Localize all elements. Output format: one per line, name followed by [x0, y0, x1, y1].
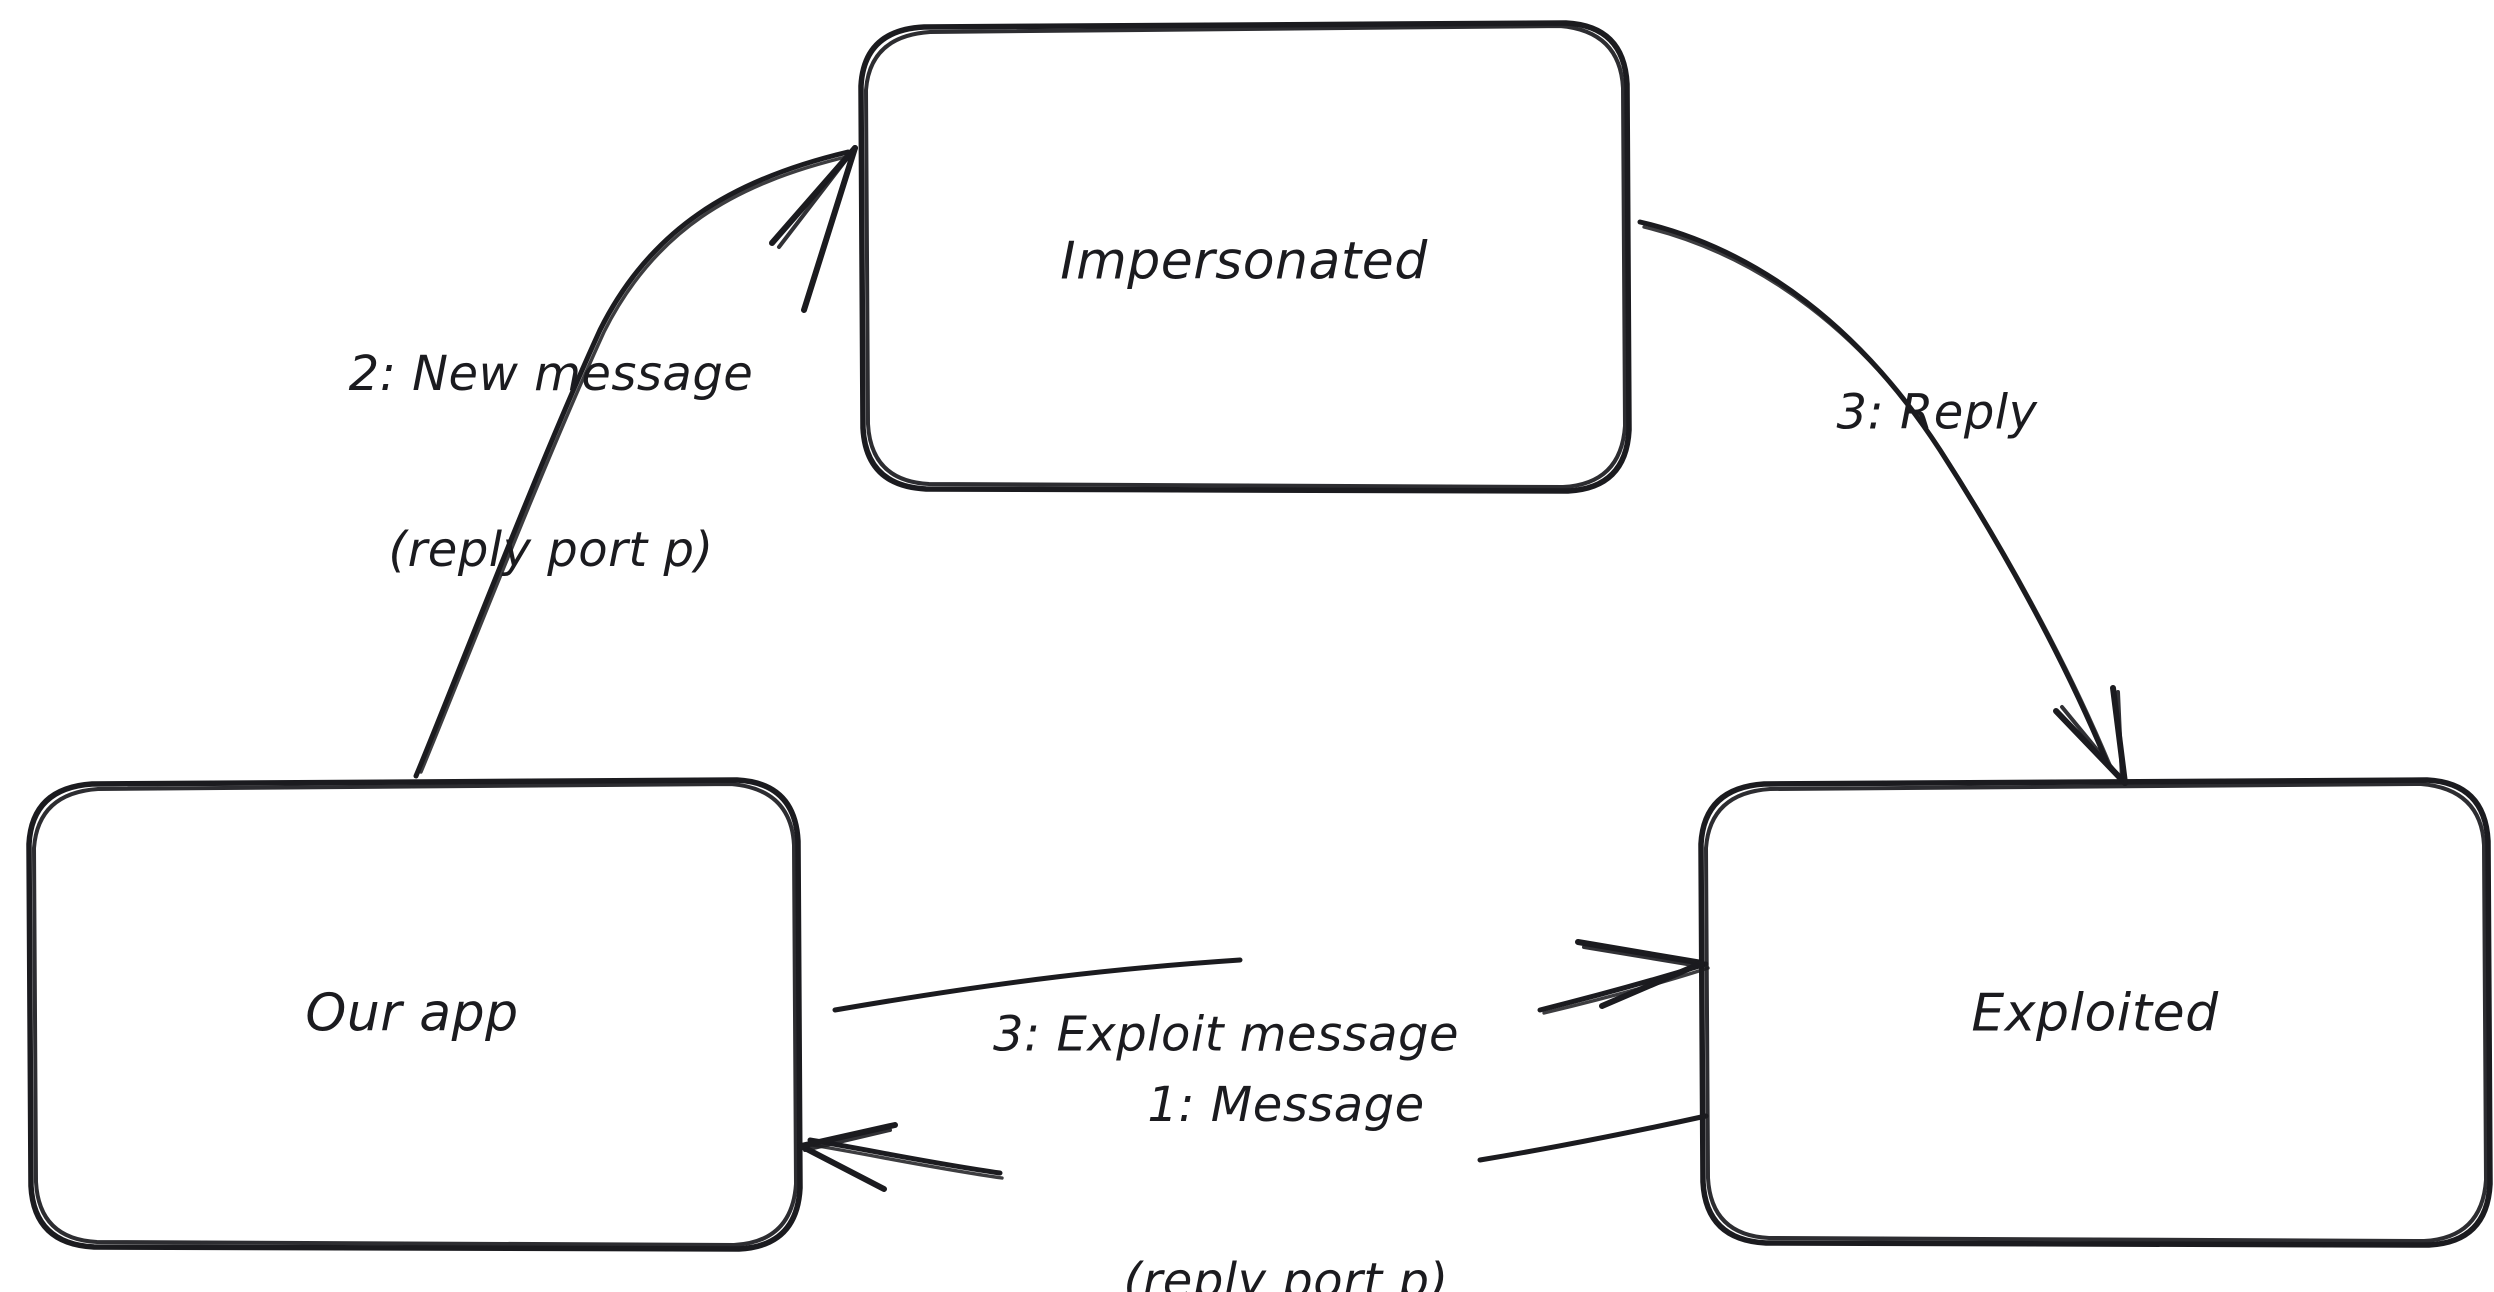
edge-label-exploit-message-line1: 3: Exploit message	[992, 1006, 1460, 1063]
edge-label-new-message-line2: (reply port p)	[388, 521, 714, 578]
edge-label-new-message-line1: 2: New message	[348, 345, 754, 402]
edge-label-new-message: 2: New message (reply port p)	[349, 228, 754, 696]
node-label-exploited: Exploited	[1971, 983, 2219, 1044]
edge-label-reply-line1: 3: Reply	[1836, 384, 2038, 441]
edge-1-message-stroke[interactable]	[798, 1113, 1709, 1192]
node-shape-our-app[interactable]	[26, 777, 803, 1252]
node-shape-impersonated[interactable]	[858, 20, 1632, 494]
edge-label-reply: 3: Reply	[1836, 271, 2037, 554]
edge-label-message-line1: 1: Message	[1147, 1076, 1425, 1133]
node-label-impersonated: Impersonated	[1060, 231, 1428, 292]
node-label-our-app: Our app	[305, 983, 519, 1044]
edge-label-exploit-message: 3: Exploit message	[993, 893, 1459, 1176]
edge-3-exploit-message-stroke[interactable]	[832, 939, 1710, 1015]
edge-2-new-message-stroke[interactable]	[413, 145, 858, 779]
edge-3-reply-stroke[interactable]	[1637, 219, 2128, 786]
node-shape-exploited[interactable]	[1698, 777, 2493, 1248]
edge-label-message-line2: (reply port p)	[1123, 1252, 1449, 1292]
edge-label-message: 1: Message (reply port p)	[1123, 959, 1448, 1292]
